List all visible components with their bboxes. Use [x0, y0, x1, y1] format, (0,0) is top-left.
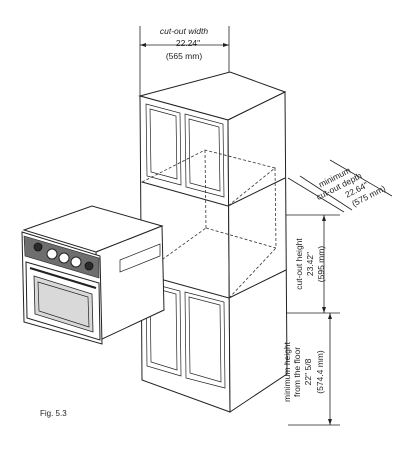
cutout-width-metric: (565 mm) [166, 51, 203, 61]
lower-left-panel [145, 281, 182, 377]
lower-right-panel-inset [188, 296, 222, 383]
oven-window [33, 275, 94, 333]
lower-left-panel-inset [149, 286, 178, 371]
cabinet [138, 71, 288, 413]
dimension-height-from-floor: minimum height from the floor 22" 5/8 (5… [282, 313, 340, 426]
cutout-height-label: cut-out height [294, 238, 304, 290]
cutout-width-imperial: 22.24" [176, 38, 200, 48]
oven-knob-icon [33, 242, 43, 252]
oven-knob-icon [58, 252, 70, 264]
height-from-floor-label-line2: from the floor [292, 347, 302, 397]
oven-side-trim [119, 243, 161, 273]
cutout-width-label: cut-out width [160, 26, 208, 36]
dimension-cutout-height: cut-out height 23.42" (595 mm) [286, 214, 340, 314]
cutout-height-imperial: 23.42" [305, 252, 315, 276]
height-from-floor-label-line1: minimum height [282, 341, 292, 402]
dimension-cutout-width: cut-out width 22.24" (565 mm) [139, 26, 230, 96]
upper-right-panel-inset [188, 118, 221, 192]
dimension-cutout-depth: minimum cut-out depth 22.64" (575 mm) [287, 159, 393, 213]
upper-right-panel [184, 113, 225, 198]
oven-window-inner [37, 281, 90, 328]
height-from-floor-metric: (574.4 mm) [315, 350, 325, 394]
oven-knob-icon [70, 256, 82, 268]
cutout-outline [140, 149, 277, 299]
figure-caption: Fig. 5.3 [40, 409, 67, 418]
oven-knob-icon [84, 261, 94, 271]
oven-knob-icon [46, 248, 58, 260]
cutout-height-metric: (595 mm) [316, 246, 326, 283]
lower-right-panel [184, 291, 226, 389]
height-from-floor-imperial: 22" 5/8 [303, 358, 313, 385]
oven-handle [29, 266, 97, 290]
upper-left-panel-inset [149, 108, 178, 180]
built-in-oven [21, 205, 165, 345]
cabinet-side-face [227, 91, 288, 413]
upper-left-panel [145, 103, 182, 186]
